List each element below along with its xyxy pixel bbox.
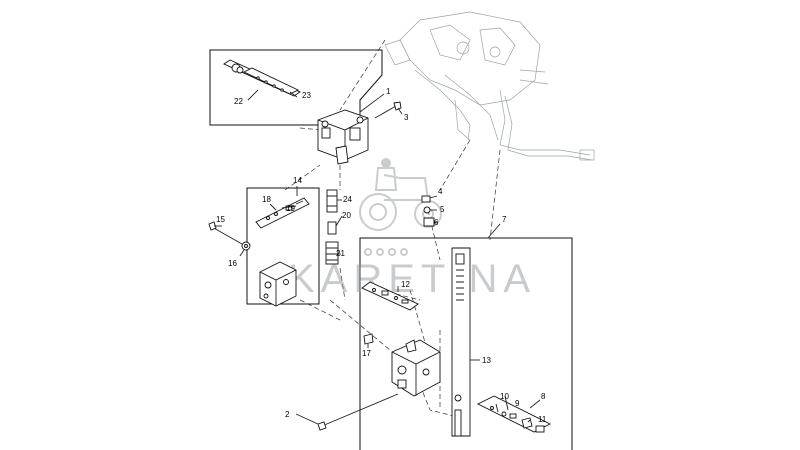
callout-1: 1 (386, 87, 391, 96)
callout-24: 24 (343, 195, 352, 204)
callout-22: 22 (234, 97, 243, 106)
callout-15: 15 (216, 215, 225, 224)
seal-kit-18 (255, 197, 310, 229)
valve-block (259, 261, 297, 307)
tractor-logo-watermark (359, 158, 442, 256)
bolt-15 (208, 221, 243, 245)
spool-assembly (325, 189, 339, 265)
callout-2: 2 (285, 410, 290, 419)
callout-8: 8 (541, 392, 546, 401)
frame-top (209, 49, 383, 126)
callout-21: 21 (336, 249, 345, 258)
callout-4: 4 (438, 187, 443, 196)
callout-11: 11 (538, 415, 547, 424)
control-valve-1 (317, 109, 369, 165)
watermark-text: KARETINA (288, 257, 536, 301)
frame-7 (359, 237, 573, 450)
bolt-2 (317, 393, 399, 431)
engine-assembly-ghost (384, 11, 595, 161)
seal-kit-8 (476, 395, 552, 433)
fittings-4-5-6 (421, 195, 435, 227)
callout-9: 9 (515, 399, 520, 408)
callout-19: 19 (286, 204, 295, 213)
callout-14: 14 (293, 176, 302, 185)
callout-12: 12 (401, 280, 410, 289)
seal-kit-22 (223, 59, 301, 97)
washer-16 (241, 241, 251, 251)
callout-23: 23 (302, 91, 311, 100)
callout-leaders (214, 89, 541, 425)
callout-20: 20 (342, 211, 351, 220)
callout-18: 18 (262, 195, 271, 204)
callout-16: 16 (228, 259, 237, 268)
main-valve-assembly (391, 339, 441, 397)
callout-7: 7 (502, 215, 507, 224)
seal-kit-12 (361, 281, 419, 311)
callout-5: 5 (440, 205, 445, 214)
callout-6: 6 (434, 218, 439, 227)
plug-17 (363, 333, 374, 345)
bolt-3 (374, 101, 402, 119)
callout-3: 3 (404, 113, 409, 122)
valve-section-13 (451, 247, 471, 437)
callout-17: 17 (362, 349, 371, 358)
callout-13: 13 (482, 356, 491, 365)
callout-10: 10 (500, 392, 509, 401)
